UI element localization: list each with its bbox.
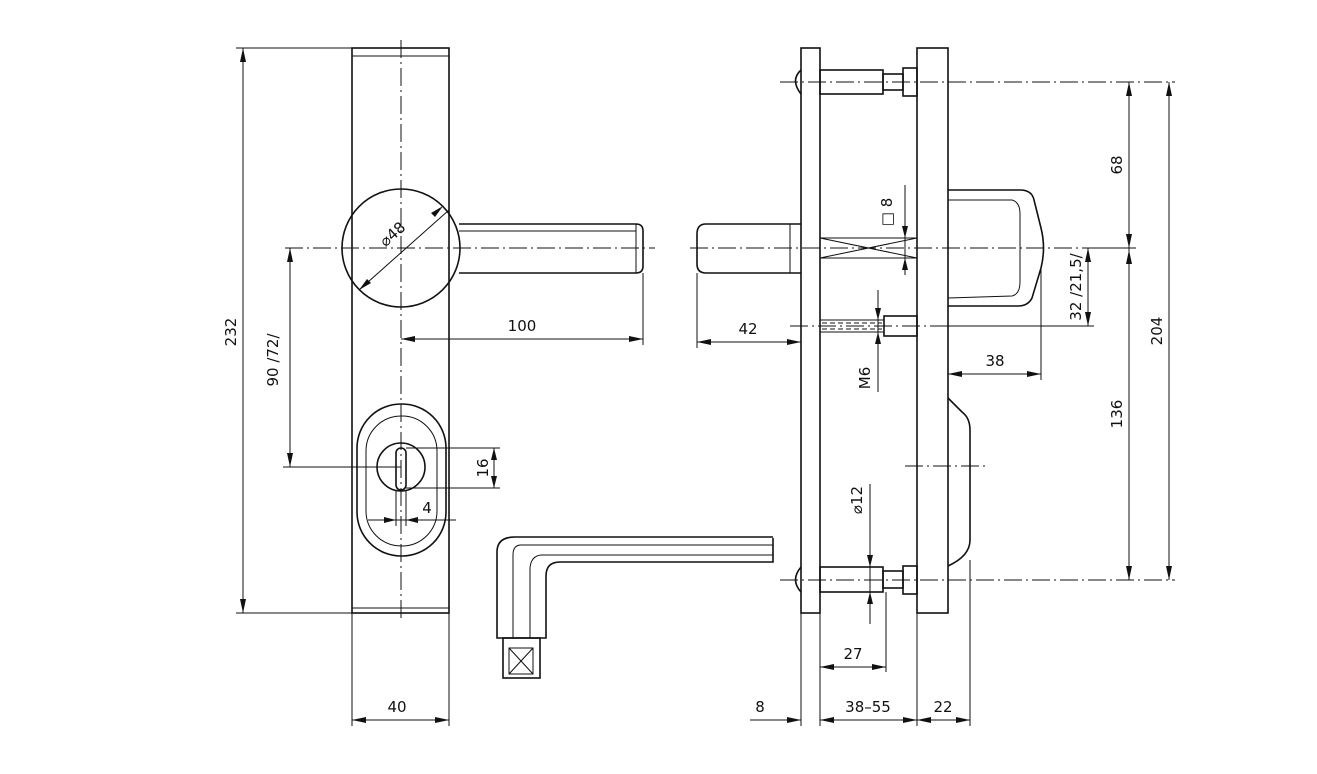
dim-keyhole-height: 16 (474, 458, 492, 477)
dim-square-spindle: □ 8 (878, 198, 896, 226)
dim-bolt-length: 27 (843, 645, 862, 663)
dim-bolt-diameter: ⌀12 (848, 486, 866, 514)
side-view: 42 □ 8 M6 38 ⌀12 27 8 (690, 47, 1175, 726)
dim-handle-to-key: 90 /72/ (264, 333, 282, 387)
dim-outer-plate-thickness: 8 (755, 698, 765, 716)
dim-door-thickness: 38–55 (845, 698, 891, 716)
dim-overall-height: 232 (222, 318, 240, 347)
dim-lower-screw-offset: 136 (1108, 400, 1126, 429)
dim-screw-thread: M6 (856, 367, 874, 390)
lever-outline (496, 536, 774, 639)
dim-knob-depth: 38 (985, 352, 1004, 370)
handle-stub (696, 223, 801, 274)
dim-screw-spacing: 204 (1148, 317, 1166, 346)
lever-detail (496, 536, 774, 679)
dim-rosette-diameter: ⌀48 (376, 218, 409, 250)
keyhole-slot (395, 447, 407, 491)
inner-knob (948, 189, 1045, 307)
rosette-circle (341, 188, 461, 308)
inner-housing (947, 397, 971, 567)
dim-spindle-projection: 42 (738, 320, 757, 338)
dim-plate-width: 40 (387, 698, 406, 716)
key-escutcheon-outer (356, 403, 447, 557)
dim-handle-length: 100 (508, 317, 537, 335)
handle-front (459, 223, 644, 274)
dim-keyhole-width: 4 (422, 499, 432, 517)
dim-inner-plate-thickness: 22 (933, 698, 952, 716)
lever-square-spindle (502, 637, 541, 679)
key-escutcheon-inner (365, 415, 438, 547)
dim-spindle-offset: 32 /21,5/ (1067, 252, 1085, 320)
inner-plate-side (916, 47, 949, 614)
front-view: 232 90 /72/ ⌀48 100 16 4 (222, 40, 655, 726)
dim-upper-screw-offset: 68 (1108, 155, 1126, 174)
outer-plate-side (800, 47, 821, 614)
